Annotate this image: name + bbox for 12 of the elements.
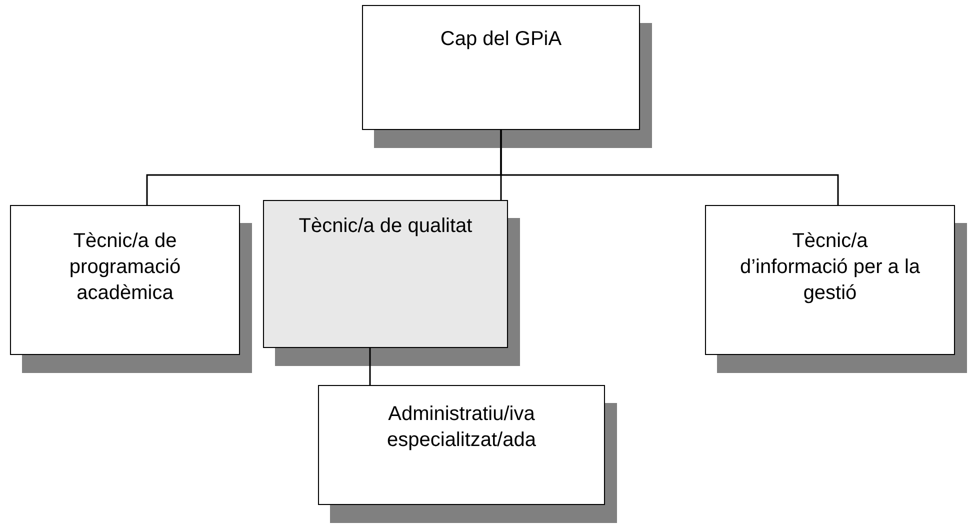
- role-title: Cap del GPiA: [440, 27, 562, 52]
- connector-line: [369, 348, 371, 385]
- role-title: Administratiu/iva especialitzat/ada: [386, 402, 537, 453]
- role-title: Tècnic/a d’informació per a la gestió: [738, 229, 922, 306]
- role-title: Tècnic/a de programació acadèmica: [68, 229, 182, 306]
- role-box: [318, 385, 605, 505]
- role-box: [705, 205, 955, 355]
- connector-line: [500, 130, 839, 205]
- role-box: [10, 205, 240, 355]
- role-title: Tècnic/a de qualitat: [298, 214, 472, 239]
- role-box: [362, 5, 640, 130]
- role-box: [263, 200, 508, 348]
